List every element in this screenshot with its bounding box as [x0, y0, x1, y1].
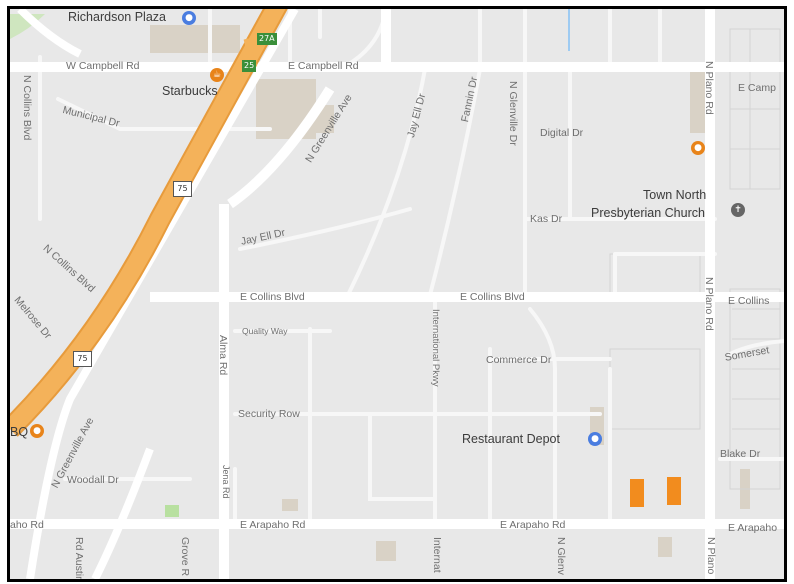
digital-dr-label: Digital Dr [540, 127, 584, 139]
e-campbell-rd-label: E Campbell Rd [288, 60, 359, 72]
rd-austin-label: Rd Austin [73, 537, 85, 582]
minor-roads [38, 9, 784, 526]
us-75-highway [10, 9, 288, 437]
n-glenville-dr-label: N Glenville Dr [507, 81, 519, 146]
international-pkwy-label: International Pkwy [430, 309, 441, 387]
n-collins-blvd-vertical-label: N Collins Blvd [21, 75, 33, 141]
e-collins-blvd-label-east: E Collins [728, 295, 770, 307]
richardson-plaza-label: Richardson Plaza [68, 10, 166, 24]
n-glenville-lower-label: N Glenv [555, 537, 567, 575]
us-75-shield-icon: 75 [173, 181, 192, 197]
restaurant-pin-icon[interactable]: ● [691, 141, 705, 155]
cafe-pin-icon[interactable]: ☕ [210, 68, 224, 82]
woodall-dr-label: Woodall Dr [67, 474, 119, 486]
highlighted-building[interactable] [630, 479, 644, 507]
us-75-shield-icon: 75 [73, 351, 92, 367]
bbq-pin-icon[interactable]: ● [30, 424, 44, 438]
security-row-label: Security Row [238, 408, 300, 420]
commerce-dr-label: Commerce Dr [486, 354, 552, 366]
map-base-layer [10, 9, 784, 579]
greenville-frontage [17, 9, 299, 579]
alma-rd-label: Alma Rd [217, 335, 229, 376]
starbucks-label: Starbucks [162, 84, 218, 98]
church-pin-icon[interactable]: ✝ [731, 203, 745, 217]
town-north-church-label-line2: Presbyterian Church [591, 206, 705, 220]
e-arapaho-rd-label-east: E Arapaho [728, 522, 778, 534]
n-plano-rd-lower-label: N Plano [705, 537, 717, 575]
e-arapaho-rd-label-mid: E Arapaho Rd [500, 519, 566, 531]
map-canvas[interactable]: Richardson Plaza ● Starbucks ☕ Town Nort… [7, 6, 787, 582]
international-pkwy-lower-label: Internat [431, 537, 443, 573]
n-plano-rd-label-mid: N Plano Rd [703, 277, 715, 331]
exit-25-sign: 25 [242, 60, 257, 72]
quality-way-label: Quality Way [242, 326, 288, 336]
park-area [165, 505, 179, 517]
arapaho-rd-label-west: aho Rd [10, 519, 44, 531]
e-collins-blvd-label: E Collins Blvd [240, 291, 305, 303]
arterial-roads [10, 9, 784, 579]
kas-dr-label: Kas Dr [530, 213, 563, 225]
bbq-label: BQ [10, 425, 29, 439]
e-arapaho-rd-label: E Arapaho Rd [240, 519, 306, 531]
town-north-church-label: Town North [643, 188, 707, 202]
grove-rd-label: Grove R [179, 537, 191, 577]
restaurant-depot-label: Restaurant Depot [462, 432, 560, 446]
blake-dr-label: Blake Dr [720, 448, 761, 460]
e-campbell-rd-label-east: E Camp [738, 82, 776, 94]
jena-rd-label: Jena Rd [221, 465, 231, 499]
e-collins-blvd-label-mid: E Collins Blvd [460, 291, 525, 303]
store-pin-icon[interactable]: ● [588, 432, 602, 446]
shopping-pin-icon[interactable]: ● [182, 11, 196, 25]
highlighted-building[interactable] [667, 477, 681, 505]
w-campbell-rd-label: W Campbell Rd [66, 60, 140, 72]
building-footprints [150, 25, 750, 561]
n-plano-rd-label-upper: N Plano Rd [703, 61, 715, 115]
exit-27a-sign: 27A [257, 33, 277, 45]
